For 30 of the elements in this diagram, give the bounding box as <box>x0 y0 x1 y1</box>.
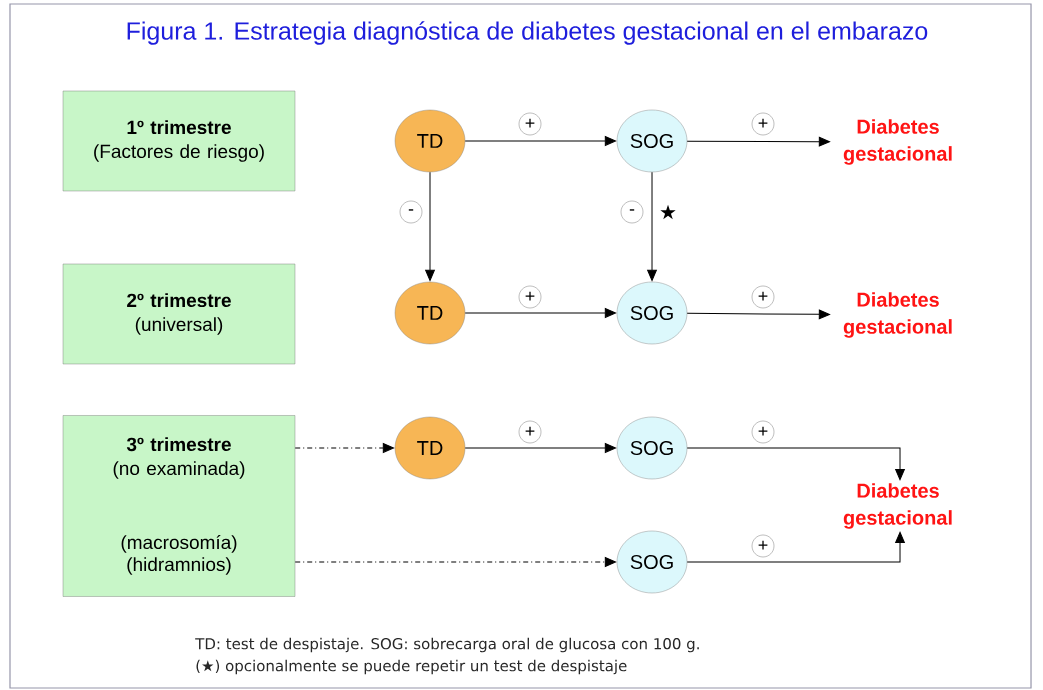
footnote: (★) opcionalmente se puede repetir un test de despistaje <box>196 659 627 675</box>
arrow <box>464 308 616 318</box>
edge-label: + <box>518 112 542 136</box>
title: Figura 1. Estrategia diagnóstica de diabetes gestacional en el embarazo <box>127 21 928 45</box>
arrow <box>686 136 830 147</box>
trimester-box: 2º trimestre (universal) <box>62 263 296 365</box>
edge-label: - <box>399 200 423 224</box>
arrow <box>686 309 830 320</box>
edge-label: + <box>751 112 775 136</box>
arrow <box>464 443 616 453</box>
arrow <box>647 171 657 281</box>
edge-label: + <box>751 534 775 558</box>
arrow <box>294 443 394 453</box>
arrow <box>686 531 905 563</box>
arrow <box>464 136 616 146</box>
edge-label: + <box>518 420 542 444</box>
arrow <box>425 171 435 281</box>
result-text: Diabetes gestacional <box>843 292 952 338</box>
trimester-box: 1º trimestre (Factores de riesgo) <box>62 90 296 192</box>
arrow <box>686 447 905 481</box>
star-symbol: ★ <box>660 204 676 220</box>
edge-label: + <box>751 420 775 444</box>
edge-label: - <box>620 200 644 224</box>
result-text: Diabetes gestacional <box>843 483 952 529</box>
edge-label: + <box>518 285 542 309</box>
trimester-box: 3º trimestre (no examinada) (macrosomía) (hidramnios) <box>62 415 296 597</box>
arrow <box>294 557 616 567</box>
edge-label: + <box>751 285 775 309</box>
result-text: Diabetes gestacional <box>843 119 952 165</box>
footnote: TD: test de despistaje. SOG: sobrecarga oral de glucosa con 100 g. <box>195 637 699 653</box>
